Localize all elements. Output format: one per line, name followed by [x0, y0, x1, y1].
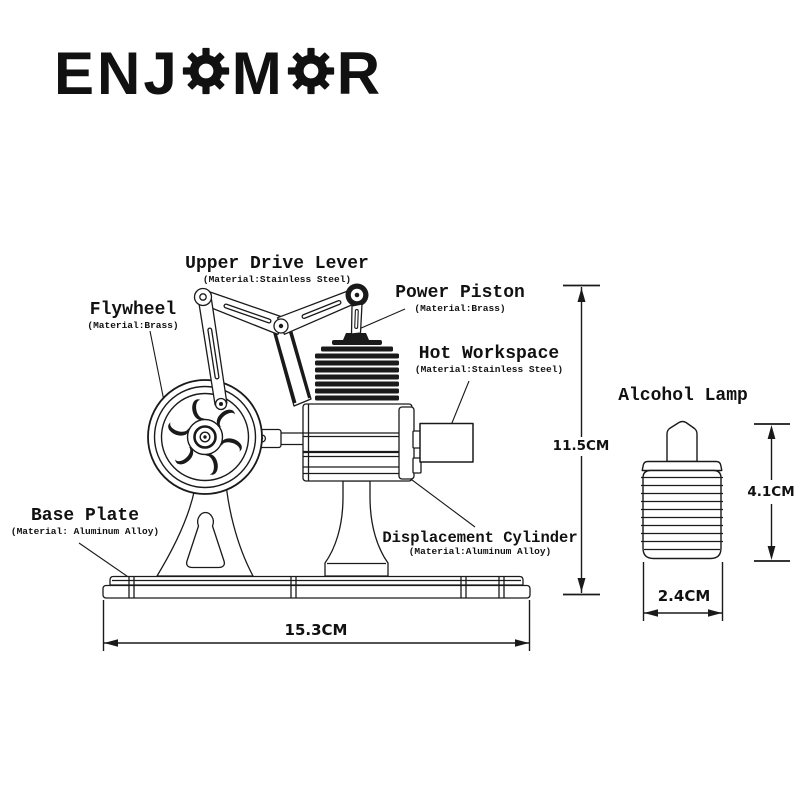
hot-workspace-material: (Material:Stainless Steel): [414, 363, 564, 375]
logo-text-r: R: [336, 39, 384, 107]
gear-icon: [287, 47, 334, 95]
label-upper-drive-lever: Upper Drive Lever (Material:Stainless St…: [185, 255, 369, 285]
logo-text-m: M: [231, 39, 285, 107]
alcohol-lamp-title: Alcohol Lamp: [618, 386, 748, 406]
flywheel-title: Flywheel: [89, 300, 177, 320]
power-piston-title: Power Piston: [395, 283, 525, 303]
alcohol-lamp-drawing: [641, 422, 723, 559]
power-piston-link-drawing: [352, 304, 363, 334]
hot-workspace-drawing: [399, 407, 473, 479]
displacement-cylinder-drawing: [303, 404, 412, 481]
displacement-cylinder-title: Displacement Cylinder: [382, 529, 578, 547]
cooling-fins-drawing: [315, 333, 399, 401]
base-plate-title: Base Plate: [30, 506, 140, 526]
label-power-piston: Power Piston (Material:Brass): [395, 284, 525, 314]
brand-logo: ENJ M: [54, 38, 383, 108]
label-alcohol-lamp: Alcohol Lamp: [618, 387, 748, 406]
dimension-lamp-height: 4.1CM: [744, 484, 798, 500]
label-displacement-cylinder: Displacement Cylinder (Material:Aluminum…: [382, 530, 577, 557]
logo-text-enj: ENJ: [54, 39, 180, 107]
dimension-lines: [104, 286, 791, 652]
label-hot-workspace: Hot Workspace (Material:Stainless Steel): [415, 345, 563, 375]
label-flywheel: Flywheel (Material:Brass): [87, 301, 178, 331]
power-piston-material: (Material:Brass): [414, 302, 506, 314]
displacement-cylinder-material: (Material:Aluminum Alloy): [408, 546, 552, 558]
base-plate-material: (Material: Aluminum Alloy): [10, 525, 160, 537]
dimension-engine-width: 15.3CM: [281, 621, 351, 639]
gear-icon: [182, 47, 229, 95]
upper-drive-lever-title: Upper Drive Lever: [185, 254, 369, 274]
flywheel-drawing: [148, 380, 262, 494]
cylinder-pedestal-drawing: [325, 481, 388, 576]
dimension-lamp-width: 2.4CM: [654, 587, 714, 605]
base-plate-drawing: [103, 577, 530, 599]
flywheel-material: (Material:Brass): [87, 319, 179, 331]
upper-drive-lever-drawing: [201, 283, 369, 407]
dimension-engine-height: 11.5CM: [549, 438, 613, 454]
upper-drive-lever-material: (Material:Stainless Steel): [202, 273, 352, 285]
hot-workspace-title: Hot Workspace: [418, 344, 560, 364]
label-base-plate: Base Plate (Material: Aluminum Alloy): [11, 507, 159, 537]
connecting-rod-drawing: [195, 289, 227, 410]
